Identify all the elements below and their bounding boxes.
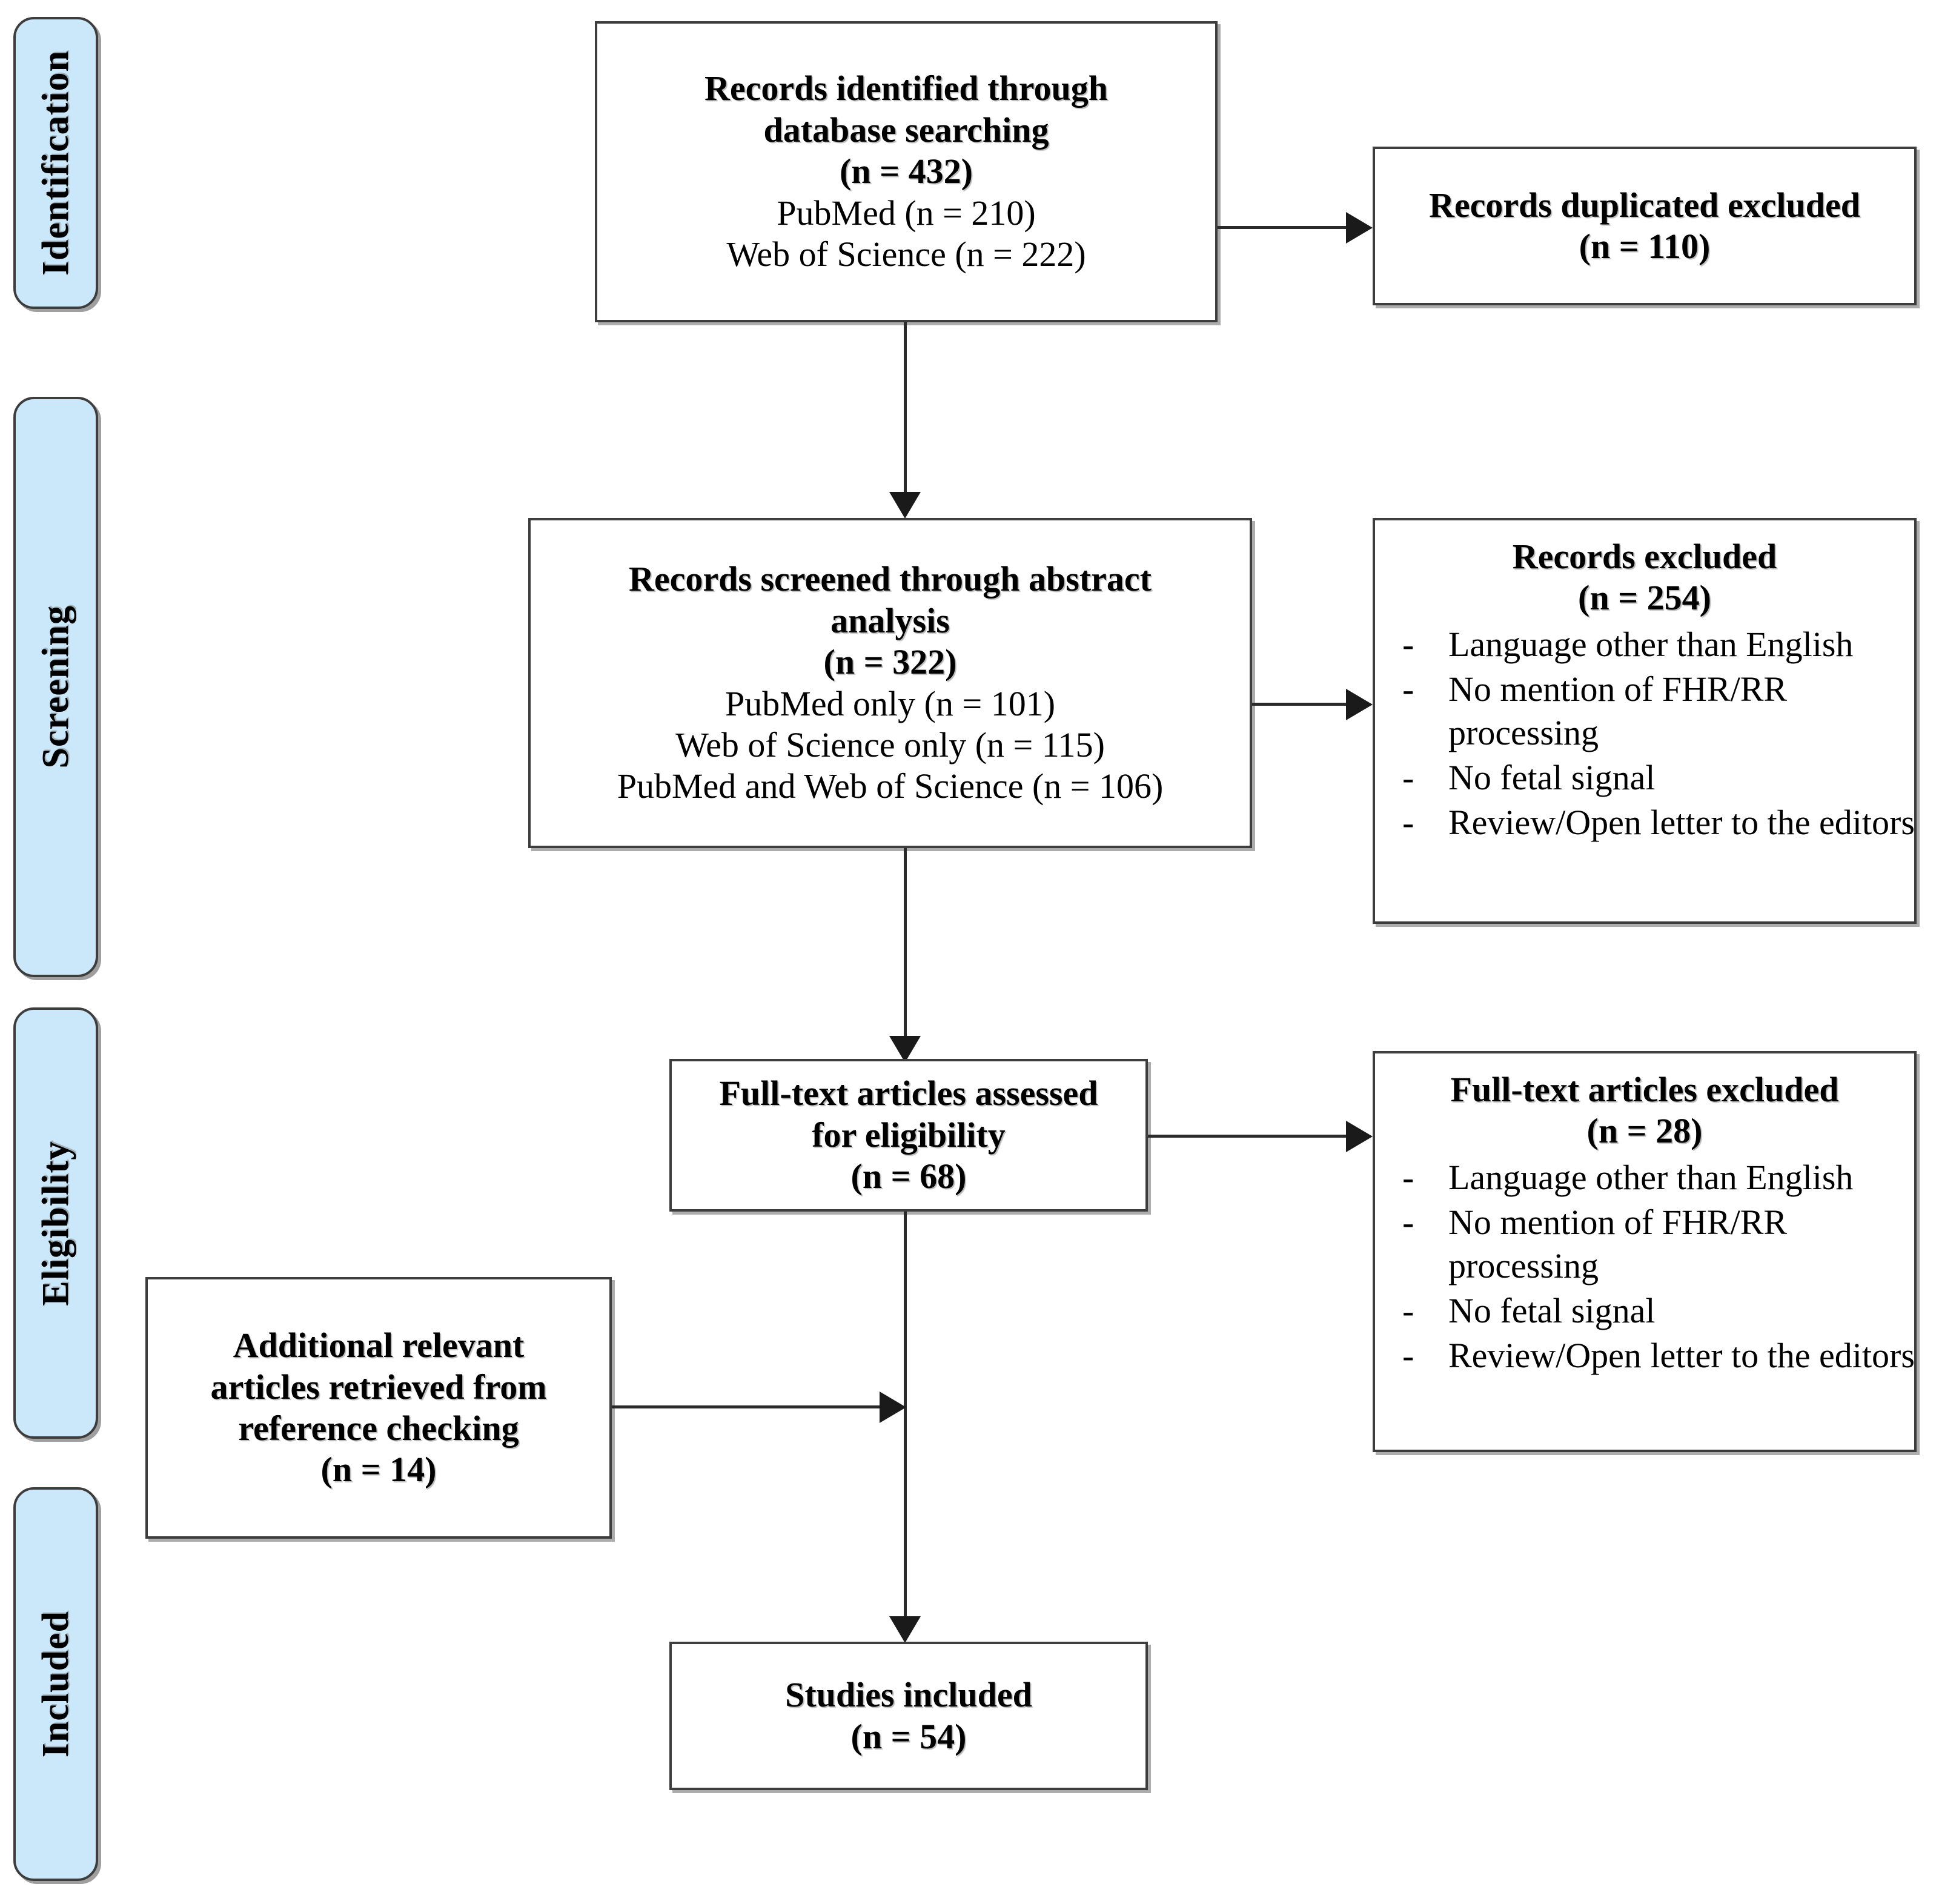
stage-included-label: Included [35, 1610, 76, 1758]
stage-identification: Identification [13, 17, 98, 309]
box-records-identified: Records identified through database sear… [595, 21, 1218, 322]
fulltext-excluded-reason: No mention of FHR/RR processing [1396, 1201, 1918, 1288]
connector-identified-to-screened [904, 322, 907, 504]
records-screened-both: PubMed and Web of Science (n = 106) [617, 766, 1164, 806]
records-excluded-title: Records excluded [1512, 537, 1777, 576]
records-screened-count: (n = 322) [823, 642, 957, 682]
stage-screening-label: Screening [35, 605, 76, 769]
records-excluded-count: (n = 254) [1578, 578, 1711, 618]
connector-fulltext-to-studies-included [904, 1212, 907, 1636]
records-identified-line-2: database searching [763, 110, 1049, 150]
box-additional-articles: Additional relevant articles retrieved f… [145, 1277, 612, 1539]
box-records-duplicated-excluded: Records duplicated excluded (n = 110) [1373, 147, 1917, 305]
records-identified-pubmed: PubMed (n = 210) [777, 193, 1036, 233]
fulltext-excluded-title: Full-text articles excluded [1450, 1070, 1839, 1109]
additional-articles-count: (n = 14) [320, 1450, 437, 1490]
fulltext-excluded-count: (n = 28) [1586, 1111, 1703, 1151]
additional-articles-line-1: Additional relevant [233, 1325, 525, 1365]
arrowhead-identified-to-screened [889, 492, 921, 519]
box-fulltext-excluded: Full-text articles excluded (n = 28) Lan… [1373, 1051, 1917, 1452]
fulltext-assessed-line-2: for eligibility [812, 1115, 1006, 1155]
connector-identified-to-duplicates [1218, 226, 1348, 229]
arrowhead-to-studies-included [889, 1616, 921, 1643]
box-records-screened: Records screened through abstract analys… [528, 518, 1252, 848]
connector-fulltext-to-fulltext-excluded [1148, 1135, 1348, 1138]
additional-articles-line-2: articles retrieved from [210, 1367, 547, 1407]
records-identified-wos: Web of Science (n = 222) [726, 234, 1086, 274]
additional-articles-line-3: reference checking [238, 1408, 519, 1448]
stage-screening: Screening [13, 397, 98, 977]
connector-screened-to-fulltext [904, 848, 907, 1048]
records-screened-pubmed-only: PubMed only (n = 101) [724, 683, 1056, 723]
stage-included: Included [13, 1487, 98, 1881]
studies-included-title: Studies included [785, 1675, 1032, 1715]
records-screened-line-2: analysis [830, 600, 950, 640]
records-excluded-reason: No fetal signal [1396, 756, 1918, 800]
box-studies-included: Studies included (n = 54) [669, 1642, 1148, 1790]
connector-additional-to-spine [612, 1405, 884, 1408]
records-duplicated-excluded-count: (n = 110) [1579, 227, 1711, 266]
arrowhead-fulltext-to-fulltext-excluded [1346, 1121, 1373, 1152]
records-excluded-reason: Review/Open letter to the editors [1396, 801, 1918, 844]
box-records-excluded: Records excluded (n = 254) Language othe… [1373, 518, 1917, 924]
stage-identification-label: Identification [35, 50, 76, 276]
fulltext-assessed-line-1: Full-text articles assessed [719, 1073, 1098, 1113]
fulltext-excluded-reason-list: Language other than English No mention o… [1371, 1156, 1918, 1379]
studies-included-count: (n = 54) [850, 1716, 967, 1756]
arrowhead-screened-to-records-excluded [1346, 689, 1373, 720]
records-excluded-heading: Records excluded (n = 254) [1384, 536, 1906, 619]
records-screened-line-1: Records screened through abstract [629, 559, 1152, 599]
fulltext-excluded-heading: Full-text articles excluded (n = 28) [1384, 1069, 1906, 1152]
records-screened-wos-only: Web of Science only (n = 115) [675, 725, 1105, 765]
fulltext-excluded-reason: No fetal signal [1396, 1289, 1918, 1333]
fulltext-assessed-count: (n = 68) [850, 1156, 967, 1196]
stage-eligibility-label: Eligibility [35, 1140, 76, 1306]
records-duplicated-excluded-title: Records duplicated excluded [1428, 185, 1861, 225]
stage-eligibility: Eligibility [13, 1007, 98, 1439]
box-fulltext-assessed: Full-text articles assessed for eligibil… [669, 1059, 1148, 1212]
records-identified-line-1: Records identified through [704, 68, 1108, 108]
arrowhead-additional-to-spine [880, 1392, 906, 1423]
records-excluded-reason: No mention of FHR/RR processing [1396, 668, 1918, 755]
fulltext-excluded-reason: Review/Open letter to the editors [1396, 1334, 1918, 1378]
records-excluded-reason: Language other than English [1396, 623, 1918, 666]
arrowhead-screened-to-fulltext [889, 1036, 921, 1063]
records-identified-count: (n = 432) [840, 151, 973, 191]
arrowhead-identified-to-duplicates [1346, 212, 1373, 244]
connector-screened-to-records-excluded [1252, 703, 1348, 706]
fulltext-excluded-reason: Language other than English [1396, 1156, 1918, 1199]
records-excluded-reason-list: Language other than English No mention o… [1371, 623, 1918, 846]
